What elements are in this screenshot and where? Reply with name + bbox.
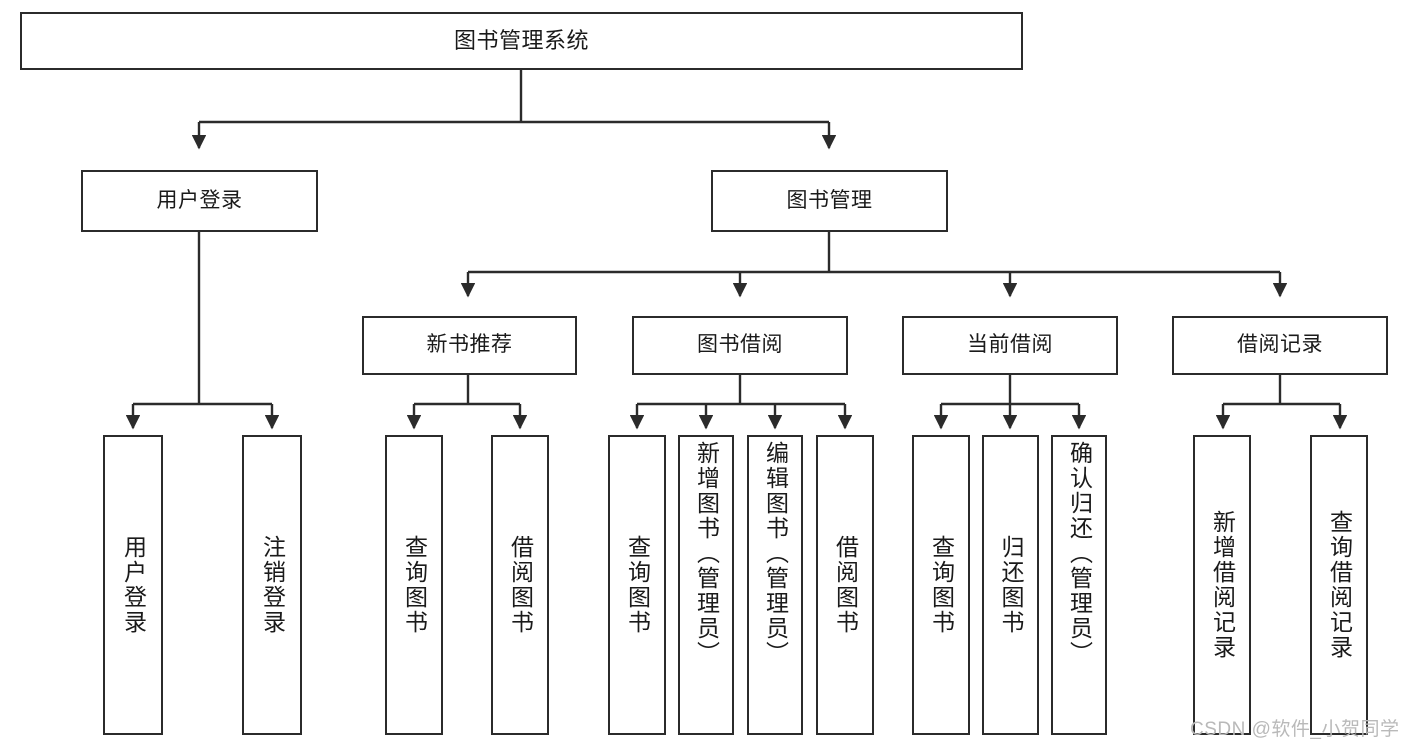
node-book-borrow[interactable]: 图书借阅 [632, 316, 848, 375]
node-label: 新增借阅记录 [1209, 510, 1236, 660]
node-root-library-management-system[interactable]: 图书管理系统 [20, 12, 1023, 70]
node-current-borrow[interactable]: 当前借阅 [902, 316, 1118, 375]
node-book-management[interactable]: 图书管理 [711, 170, 948, 232]
node-label: 图书管理系统 [453, 28, 589, 54]
node-label: 查询借阅记录 [1326, 510, 1353, 660]
node-label: 新书推荐 [426, 333, 513, 357]
leaf-user-login[interactable]: 用户登录 [103, 435, 163, 735]
node-borrow-record[interactable]: 借阅记录 [1172, 316, 1388, 375]
node-label: 查询图书 [401, 535, 428, 635]
leaf-logout-login[interactable]: 注销登录 [242, 435, 302, 735]
leaf-query-borrow-record[interactable]: 查询借阅记录 [1310, 435, 1368, 735]
leaf-add-borrow-record[interactable]: 新增借阅记录 [1193, 435, 1251, 735]
csdn-watermark: CSDN @软件_小贺同学 [1190, 719, 1400, 740]
leaf-borrow-book[interactable]: 借阅图书 [816, 435, 874, 735]
node-label: 用户登录 [156, 188, 243, 212]
node-label: 编辑图书（管理员） [762, 441, 789, 666]
node-label: 归还图书 [998, 535, 1024, 635]
leaf-edit-book-admin[interactable]: 编辑图书（管理员） [747, 435, 803, 735]
node-label: 用户登录 [120, 535, 147, 635]
leaf-query-book-recommend[interactable]: 查询图书 [385, 435, 443, 735]
node-label: 当前借阅 [967, 333, 1053, 357]
leaf-borrow-book-recommend[interactable]: 借阅图书 [491, 435, 549, 735]
leaf-query-book-current[interactable]: 查询图书 [912, 435, 970, 735]
leaf-add-book-admin[interactable]: 新增图书（管理员） [678, 435, 734, 735]
node-label: 借阅图书 [507, 535, 534, 635]
node-user-login[interactable]: 用户登录 [81, 170, 318, 232]
node-new-book-recommend[interactable]: 新书推荐 [362, 316, 577, 375]
node-label: 注销登录 [259, 535, 286, 635]
leaf-query-book-borrow[interactable]: 查询图书 [608, 435, 666, 735]
node-label: 新增图书（管理员） [693, 441, 720, 666]
node-label: 借阅图书 [832, 535, 859, 635]
node-label: 借阅记录 [1237, 333, 1323, 357]
node-label: 查询图书 [624, 535, 651, 635]
leaf-return-book[interactable]: 归还图书 [982, 435, 1039, 735]
node-label: 图书管理 [786, 188, 873, 212]
node-label: 查询图书 [928, 535, 955, 635]
node-label: 图书借阅 [697, 333, 783, 357]
leaf-confirm-return-admin[interactable]: 确认归还（管理员） [1051, 435, 1107, 735]
node-label: 确认归还（管理员） [1066, 441, 1093, 666]
